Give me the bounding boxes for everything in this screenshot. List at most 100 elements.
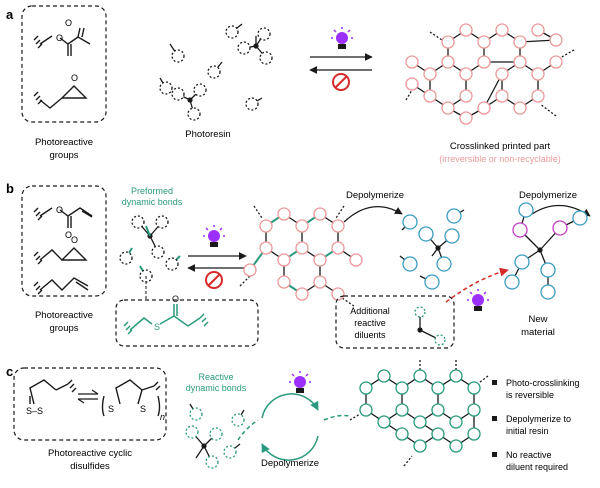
monomer-node (277, 275, 291, 289)
monomer-node (331, 241, 345, 255)
monomer-node (441, 101, 455, 115)
monomer-node (549, 55, 563, 69)
diluents-box (335, 295, 455, 349)
depolymerize-label-c: Depolymerize (261, 458, 319, 469)
monomer-node (431, 381, 445, 395)
monomer-node (531, 67, 545, 81)
allyl-structure (33, 277, 89, 295)
monomer-node (331, 287, 345, 301)
reactive-dynamic-bonds-label-2: dynamic bonds (186, 383, 247, 393)
monomer-node (405, 77, 419, 91)
monomer-node (237, 41, 251, 55)
diluent-molecule (414, 306, 446, 346)
monomer-node (540, 284, 556, 300)
monomer-node (313, 253, 327, 267)
monomer-node (171, 49, 185, 63)
chain-sulfur-1: S (108, 404, 114, 414)
cycle-arrow-top (261, 393, 319, 419)
bullet-marker (492, 416, 497, 421)
monomer-node (495, 67, 509, 81)
depolymerize-label-1: Depolymerize (346, 190, 404, 201)
acrylate-structure (33, 207, 93, 228)
monomer-node (434, 334, 446, 346)
bond (559, 49, 575, 59)
monomer-node (359, 381, 373, 395)
bond (429, 31, 443, 41)
dynamic-network (239, 205, 363, 307)
equilibrium-forward (78, 389, 99, 395)
monomer-node (331, 219, 345, 233)
monomer-node (513, 35, 527, 49)
diluents-label: Additional (350, 306, 390, 316)
panel-c-letter: c (6, 364, 13, 379)
monomer-node (552, 220, 568, 236)
monomer-node (424, 274, 440, 290)
photoreactive-groups-label-b: Photoreactive (35, 310, 93, 321)
monomer-node (207, 65, 221, 79)
photoreactive-groups-box (21, 5, 107, 123)
monomer-node (431, 403, 445, 417)
bullet-3-line-1: No reactive (506, 450, 552, 460)
light-bulb-icon-b (203, 225, 225, 247)
diluents-label-2: reactive (354, 318, 386, 328)
monomer-node (395, 403, 409, 417)
monomer-node (449, 369, 463, 383)
monomer-node (436, 256, 452, 272)
teal-network (349, 360, 489, 467)
monomer-node (431, 427, 445, 441)
svg-text:O: O (65, 230, 72, 240)
monomer-node (231, 413, 245, 427)
cyclic-disulfides-label-2: disulfides (70, 461, 110, 472)
bullet-marker (492, 452, 497, 457)
monomer-node (313, 275, 327, 289)
monomer-node (418, 226, 434, 242)
thioester-oxygen: O (172, 294, 179, 304)
monomer-node (313, 207, 327, 221)
monomer-node (259, 51, 273, 65)
monomer-node (513, 55, 527, 69)
monomer-node (165, 257, 179, 271)
crosslink-junction (417, 327, 423, 333)
monomer-node (512, 222, 528, 238)
light-bulb-icon (331, 27, 353, 49)
bullet-2-line-2: initial resin (506, 426, 549, 436)
crosslinked-network (405, 23, 575, 125)
monomer-node (504, 274, 520, 290)
monomer-node (449, 415, 463, 429)
monomer-node (295, 241, 309, 255)
monomer-node (259, 241, 273, 255)
monomer-node (423, 67, 437, 81)
monomer-node (572, 210, 588, 226)
svg-text:O: O (71, 73, 78, 83)
thioester-structure (123, 304, 209, 335)
monomer-node (495, 23, 509, 37)
light-bulb-icon-c (289, 371, 311, 393)
svg-text:O: O (56, 33, 63, 43)
monomer-node (187, 107, 201, 121)
panel-b-letter: b (6, 181, 14, 196)
monomer-node (159, 81, 173, 95)
bond (239, 275, 251, 287)
monomer-node (377, 415, 391, 429)
polydisulfide-structure (101, 379, 161, 417)
monomer-node (151, 245, 165, 259)
bullet-1-line-1: Photo-crosslinking (506, 378, 580, 388)
bond (419, 329, 437, 339)
bond (405, 89, 413, 101)
monomer-node (259, 219, 273, 233)
monomer-node (243, 263, 257, 277)
bond (253, 205, 263, 219)
monomer-node (377, 369, 391, 383)
monomer-node (514, 254, 530, 270)
dashed-link-left (237, 419, 259, 441)
monomer-node (245, 97, 259, 111)
bond (145, 225, 151, 237)
monomer-node (531, 23, 545, 37)
cyclic-disulfide-box (13, 367, 167, 441)
bond (349, 413, 361, 421)
monomer-node (449, 439, 463, 453)
chain-sulfur-2: S (140, 404, 146, 414)
light-bulb-icon-b2 (467, 289, 489, 311)
monomer-node (513, 101, 527, 115)
cycle-arrow-bottom (261, 435, 319, 461)
